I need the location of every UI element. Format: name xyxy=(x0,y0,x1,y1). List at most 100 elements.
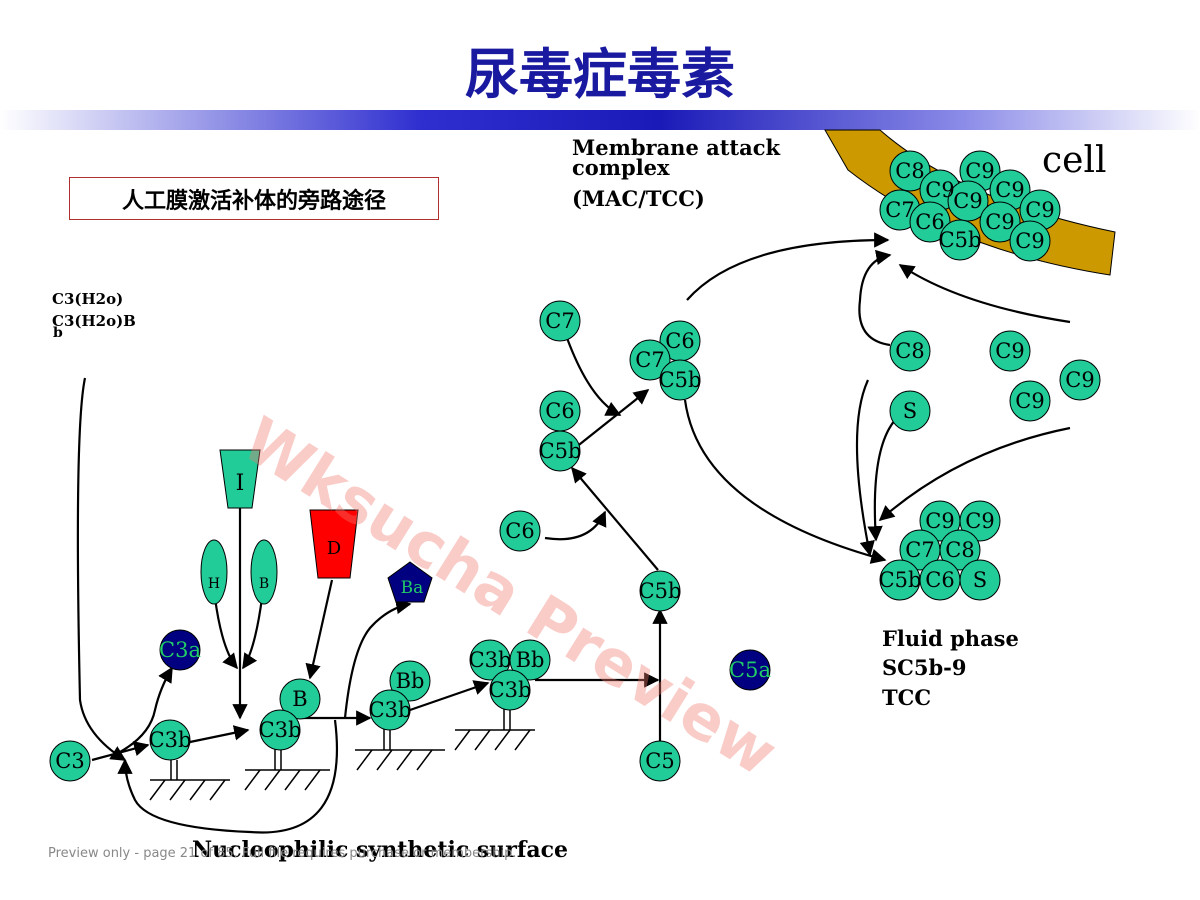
c3b-1-circle xyxy=(149,719,191,761)
factor-d-label: D xyxy=(327,538,341,559)
cell-c9-a-label: C9 xyxy=(965,159,994,183)
cell-c9-g-label: C9 xyxy=(1015,229,1044,253)
c3b-4-circle xyxy=(489,669,531,711)
c3b-3-label: C3b xyxy=(369,698,412,722)
mid-c5b-label: C5b xyxy=(659,368,702,392)
factor-b-label: B xyxy=(259,576,269,592)
c3b-top-label: C3b xyxy=(469,648,512,672)
b-small-label: b xyxy=(53,325,63,341)
c3a-circle xyxy=(159,629,201,671)
f-s-label: S xyxy=(973,568,987,592)
bb-top-circle xyxy=(509,639,551,681)
factor-h-label: H xyxy=(208,576,220,592)
mid-c5b-circle xyxy=(659,359,701,401)
arrow-h-to-center xyxy=(213,597,238,670)
f-c6-label: C6 xyxy=(925,568,954,592)
c3-circle xyxy=(49,740,91,782)
cell-label: cell xyxy=(1042,140,1107,181)
c3b-1-label: C3b xyxy=(149,728,192,752)
cell-c8-label: C8 xyxy=(895,159,924,183)
arrow-s-to-fluid xyxy=(867,419,896,542)
f-c8-circle xyxy=(939,529,981,571)
bb-1-label: Bb xyxy=(396,669,425,693)
arrow-c8-to-fluid xyxy=(855,379,875,557)
c3b-3-circle xyxy=(369,689,411,731)
c3-label: C3 xyxy=(55,749,84,773)
f-c9-b-label: C9 xyxy=(965,509,994,533)
f-c9-a-label: C9 xyxy=(925,509,954,533)
arrow-c9-to-cell xyxy=(898,264,1071,324)
cell-c6-label: C6 xyxy=(915,210,944,234)
factor-h-shape xyxy=(200,539,228,605)
mac-label-line2: complex xyxy=(572,155,670,180)
arrow-c3b2-to-top xyxy=(409,680,490,712)
arrow-to-c3a xyxy=(119,666,173,753)
sc5b9-label: SC5b-9 xyxy=(882,655,967,680)
factor-i-label: I xyxy=(236,471,245,496)
cell-c9-f-circle xyxy=(979,201,1021,243)
b-bound-label: B xyxy=(292,687,307,711)
mid-c7b-label: C7 xyxy=(635,348,664,372)
r-c9-c-label: C9 xyxy=(1015,389,1044,413)
arrow-d-to-b xyxy=(305,579,334,680)
f-c9-b-circle xyxy=(959,500,1001,542)
arrow-complex-to-fluid xyxy=(683,399,887,564)
arrow-c6-curve xyxy=(544,510,607,541)
c5a-circle xyxy=(729,649,771,691)
mid-c7-circle xyxy=(539,300,581,342)
r-c8-label: C8 xyxy=(895,339,924,363)
mid-c5bb-circle xyxy=(539,430,581,472)
f-s-circle xyxy=(959,559,1001,601)
ba-pentagon xyxy=(387,561,433,603)
low-c5b-circle xyxy=(639,570,681,612)
low-c6-label: C6 xyxy=(505,519,534,543)
arrow-c6c5b-to-complex xyxy=(574,389,650,449)
pathway-subtitle: 人工膜激活补体的旁路途径 xyxy=(121,188,386,214)
f-c8-label: C8 xyxy=(945,538,974,562)
low-c5b-label: C5b xyxy=(639,579,682,603)
title-band xyxy=(0,110,1200,130)
factor-d-shape xyxy=(309,509,359,579)
arrow-loop-back xyxy=(117,719,339,834)
cell-c9-e-label: C9 xyxy=(1025,198,1054,222)
arrow-c9-to-fluid xyxy=(878,426,1071,522)
r-s-circle xyxy=(889,390,931,432)
tcc-label: TCC xyxy=(882,685,932,710)
pathway-subtitle-box: 人工膜激活补体的旁路途径 xyxy=(69,177,439,220)
r-s-label: S xyxy=(903,399,917,423)
preview-footer: Preview only - page 21 of 85. Full file … xyxy=(48,846,517,861)
arrow-to-ba xyxy=(343,598,412,719)
arrow-c3-to-c3b xyxy=(91,741,150,762)
r-c9-b-circle xyxy=(1059,359,1101,401)
c3b-2-circle xyxy=(259,709,301,751)
c3h2ob-label: C3(H2o)B xyxy=(52,312,136,330)
cell-c9-d-circle xyxy=(947,180,989,222)
cell-c9-b-label: C9 xyxy=(925,178,954,202)
ba-label: Ba xyxy=(401,578,424,598)
cell-c9-d-label: C9 xyxy=(953,189,982,213)
cell-c5b-circle xyxy=(939,219,981,261)
c5a-label: C5a xyxy=(729,658,771,682)
b-bound-circle xyxy=(279,678,321,720)
page-title: 尿毒症毒素 xyxy=(465,43,735,106)
mac-label-line3: (MAC/TCC) xyxy=(572,186,705,211)
arrow-c3h2o-down xyxy=(76,377,127,761)
arrow-complex-to-cell xyxy=(686,232,890,301)
c3b-2-label: C3b xyxy=(259,718,302,742)
cell-c9-g-circle xyxy=(1009,220,1051,262)
r-c9-b-label: C9 xyxy=(1065,368,1094,392)
r-c9-a-label: C9 xyxy=(995,339,1024,363)
r-c9-c-circle xyxy=(1009,380,1051,422)
factor-i-shape xyxy=(219,449,261,509)
cell-c7-label: C7 xyxy=(885,198,914,222)
mid-c5bb-label: C5b xyxy=(539,439,582,463)
bb-top-label: Bb xyxy=(516,648,545,672)
c3h2o-label: C3(H2o) xyxy=(52,290,124,308)
mac-label-line1: Membrane attack xyxy=(572,135,781,160)
cell-c5b-label: C5b xyxy=(939,228,982,252)
c3a-label: C3a xyxy=(159,638,201,662)
fluid-phase-label: Fluid phase xyxy=(882,626,1019,651)
bb-1-circle xyxy=(389,660,431,702)
mid-c6b-label: C6 xyxy=(545,399,574,423)
c5-label: C5 xyxy=(645,749,674,773)
